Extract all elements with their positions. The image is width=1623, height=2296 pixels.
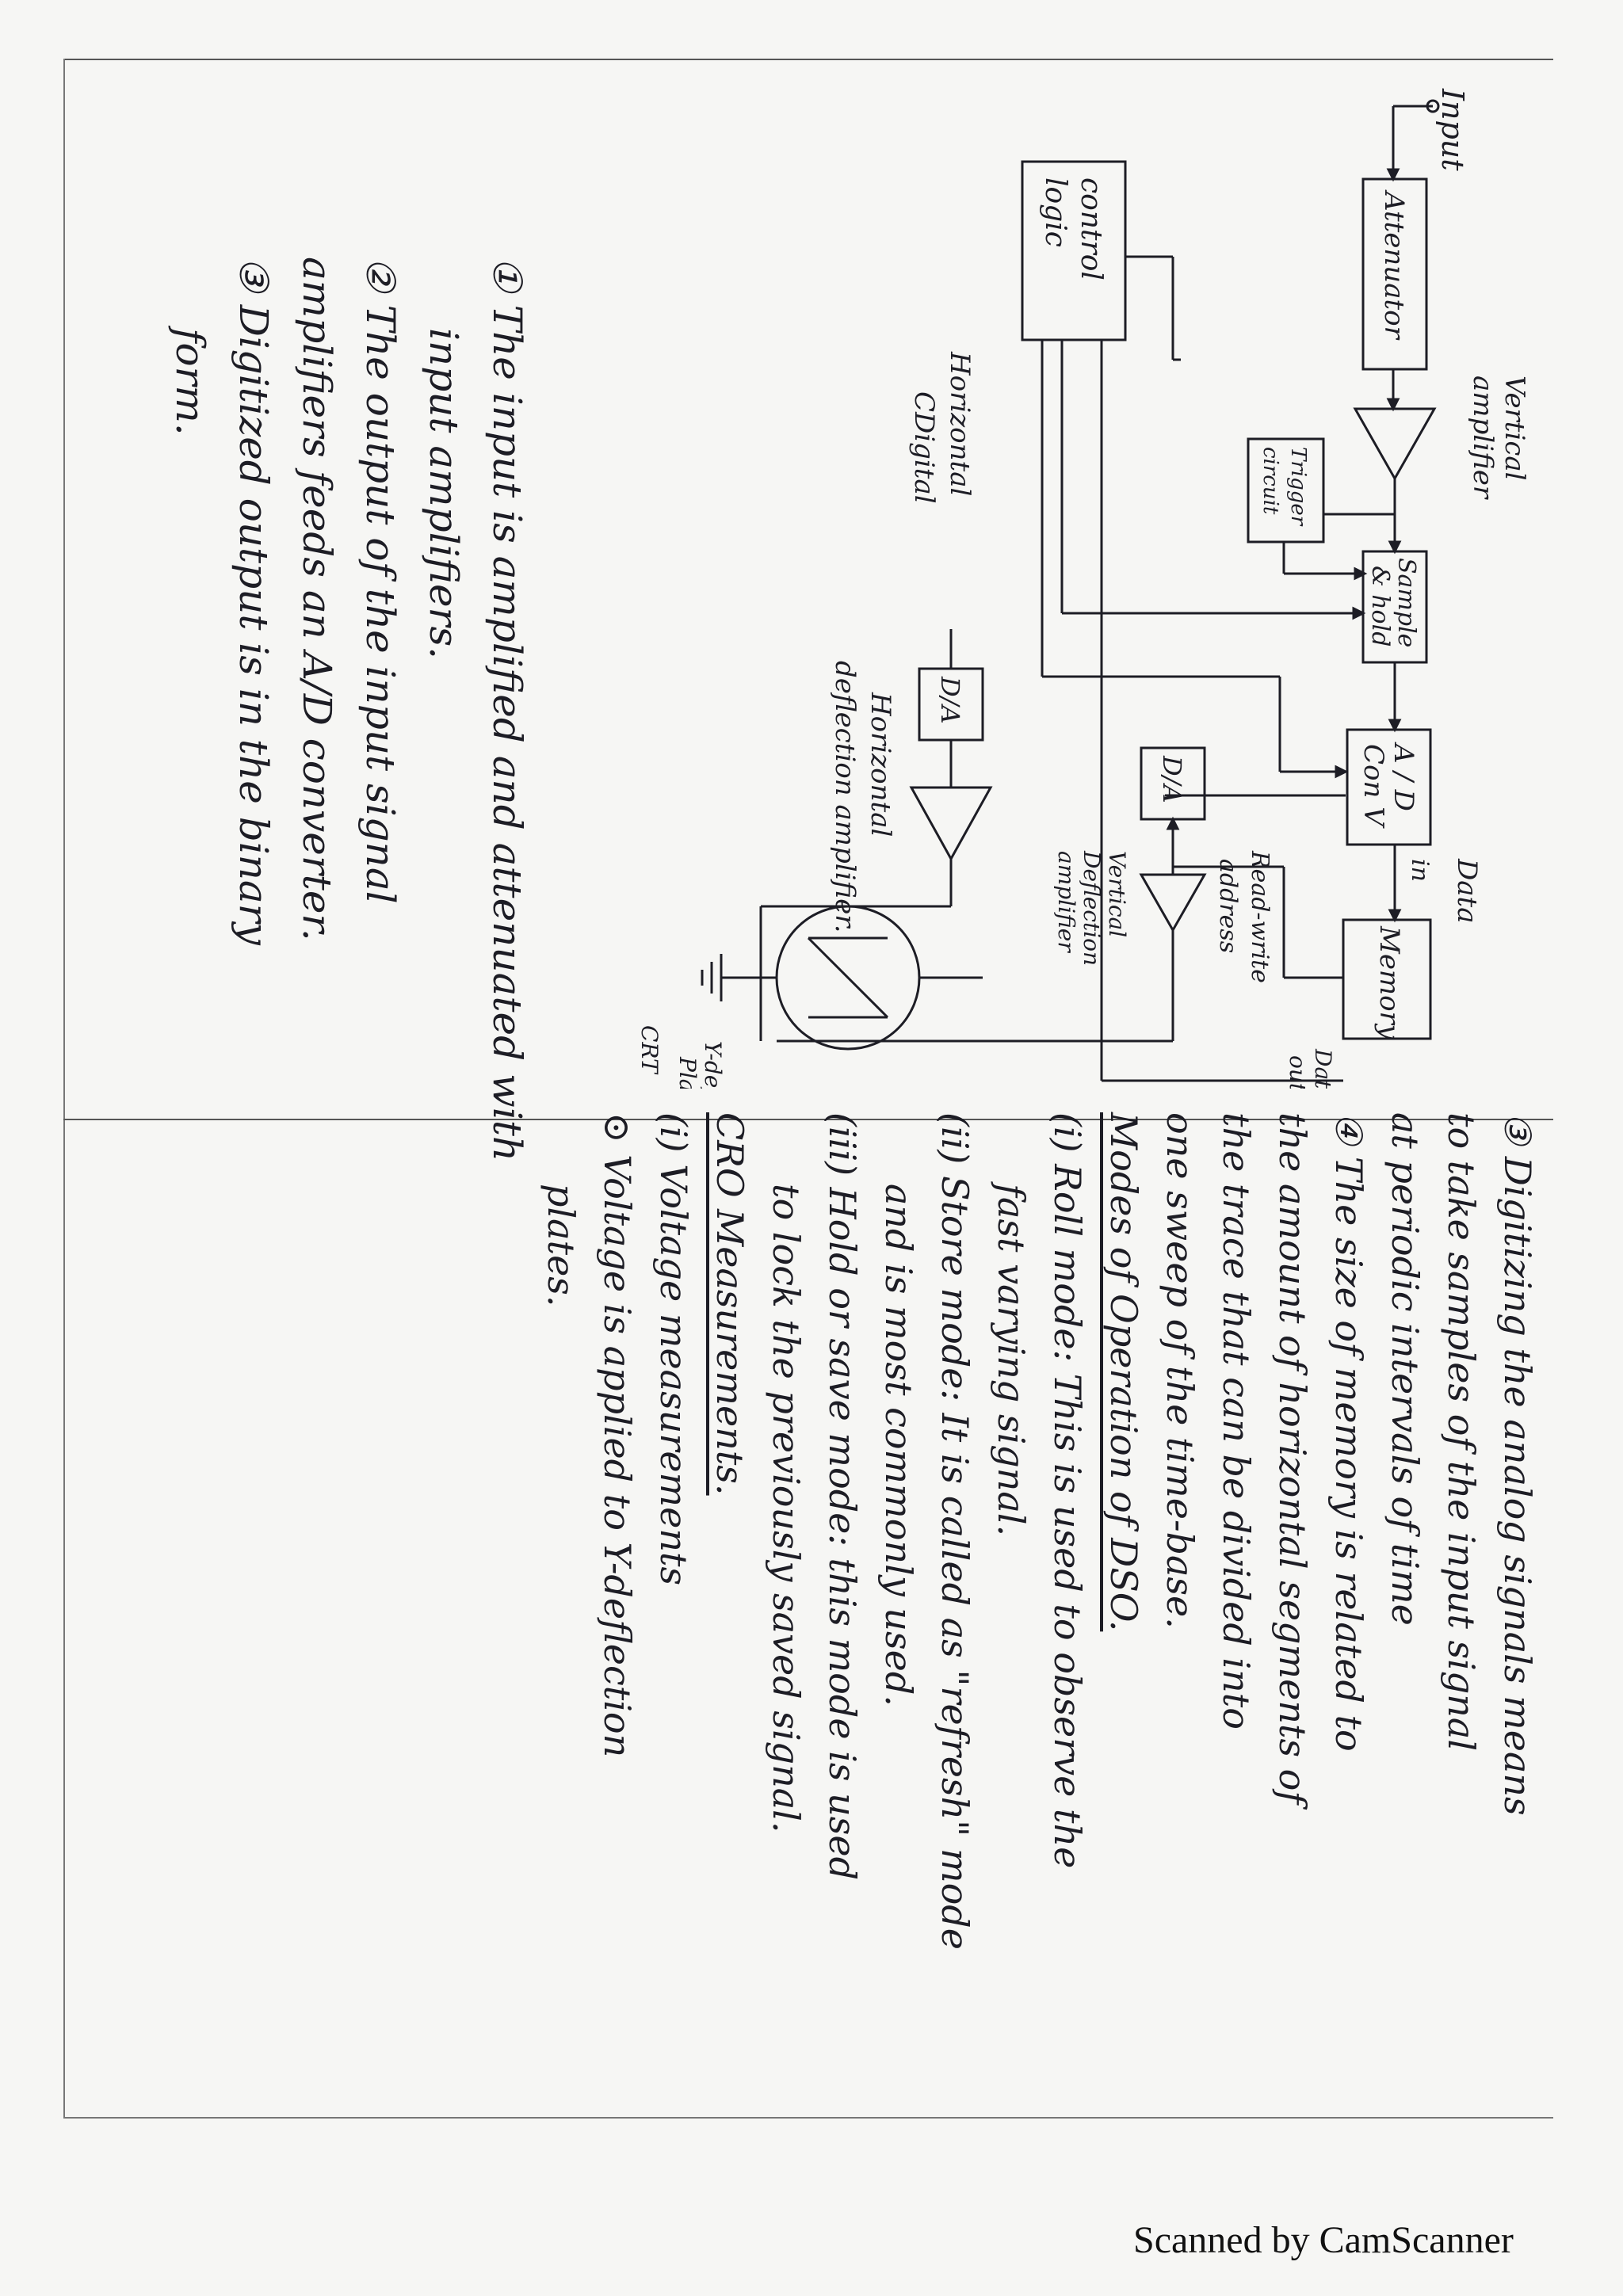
horizontal-deflection-label-1: Horizontal bbox=[865, 692, 896, 837]
rotated-notebook-sheet: Input Attenuator Vertical amplifier Trig… bbox=[63, 59, 1553, 2119]
notes-left: ① The input is amplified and attenuated … bbox=[158, 257, 539, 1161]
crt-label: CRT bbox=[636, 1025, 663, 1075]
mode-line: fast varying signal. bbox=[990, 1184, 1033, 1537]
memory-label: Memory bbox=[1373, 925, 1405, 1040]
trigger-circuit-block bbox=[1247, 437, 1325, 543]
vertical-deflection-amplifier-symbol bbox=[1139, 873, 1207, 933]
in-label: in bbox=[1406, 859, 1434, 882]
control-logic-label-2: logic bbox=[1039, 177, 1071, 247]
mode-line: to lock the previously saved signal. bbox=[765, 1184, 808, 1833]
read-write-address-label-1: Read-write bbox=[1246, 850, 1274, 983]
mode-line: and is most commonly used. bbox=[877, 1184, 920, 1707]
mode-line: (iii) Hold or save mode: this mode is us… bbox=[821, 1112, 864, 1881]
note-left-line: ① The input is amplified and attenuated … bbox=[484, 257, 530, 1162]
page-bottom-rule bbox=[63, 2117, 1553, 2119]
note-right-line: the amount of horizontal segments of bbox=[1271, 1112, 1314, 1805]
scanner-watermark: Scanned by CamScanner bbox=[1133, 2219, 1514, 2261]
sample-hold-label-2: & hold bbox=[1366, 566, 1394, 646]
mode-line: (ii) Store mode: It is called as "refres… bbox=[934, 1112, 976, 1950]
vertical-amplifier-label-2: amplifier bbox=[1467, 376, 1499, 500]
note-left-line: form. bbox=[167, 328, 213, 436]
vertical-amplifier-symbol bbox=[1353, 407, 1437, 482]
memory-block bbox=[1342, 918, 1432, 1040]
dso-block-diagram: Input Attenuator Vertical amplifier Trig… bbox=[636, 88, 1530, 1089]
modes-heading: Modes of Operation of DSO. bbox=[1102, 1112, 1145, 1632]
vertical-amplifier-label-1: Vertical bbox=[1499, 376, 1530, 481]
ad-converter-label-2: Con V bbox=[1358, 744, 1389, 829]
page-top-rule bbox=[63, 59, 1553, 60]
trigger-circuit-label-1: Trigger bbox=[1286, 447, 1310, 527]
cro-line: ⊙ Voltage is applied to Y-deflection bbox=[596, 1112, 639, 1758]
cro-line: plates. bbox=[540, 1184, 582, 1307]
horizontal-deflection-label-2: deflection amplifier. bbox=[829, 661, 861, 933]
control-logic-label-1: control bbox=[1075, 177, 1107, 280]
note-left-line: amplifiers feeds an A/D converter. bbox=[294, 257, 340, 941]
note-left-line: ③ Digitized output is in the binary bbox=[231, 257, 277, 945]
note-right-line: the trace that can be divided into bbox=[1215, 1112, 1258, 1730]
ad-converter-block bbox=[1346, 728, 1432, 846]
y-deflection-plates-label-1: Y-deflection bbox=[700, 1041, 726, 1089]
cro-line: (i) Voltage measurements bbox=[652, 1112, 695, 1586]
page-margin-rule bbox=[63, 59, 65, 2119]
vertical-deflection-label-1: Vertical bbox=[1104, 851, 1130, 937]
input-label: Input bbox=[1435, 88, 1470, 171]
vertical-deflection-label-3: amplifier bbox=[1053, 851, 1079, 953]
note-left-line: input amplifiers. bbox=[421, 328, 467, 659]
cro-heading: CRO Measurements. bbox=[708, 1112, 751, 1496]
note-right-line: ④ The size of memory is related to bbox=[1327, 1112, 1370, 1752]
attenuator-block bbox=[1361, 177, 1428, 371]
horizontal-digital-label-2: CDigital bbox=[908, 391, 940, 504]
data-out-label-1: Data bbox=[1310, 1048, 1336, 1089]
note-left-line: ② The output of the input signal bbox=[357, 257, 403, 904]
notes-right: ③ Digitizing the analog signals means to… bbox=[533, 1112, 1545, 1950]
mode-line: (i) Roll mode: This is used to observe t… bbox=[1046, 1112, 1089, 1869]
read-write-address-label-2: address bbox=[1214, 859, 1242, 953]
horizontal-digital-label-1: Horizontal bbox=[944, 351, 976, 496]
data-in-label: Data bbox=[1451, 858, 1483, 923]
note-right-line: ③ Digitizing the analog signals means bbox=[1496, 1112, 1539, 1816]
note-right-line: at periodic intervals of time bbox=[1384, 1112, 1426, 1626]
column-divider bbox=[63, 1119, 1553, 1120]
attenuator-label: Attenuator bbox=[1378, 189, 1410, 341]
sample-hold-label-1: Sample bbox=[1392, 558, 1420, 647]
note-right-line: to take samples of the input signal bbox=[1440, 1112, 1483, 1752]
trigger-circuit-label-2: circuit bbox=[1258, 447, 1282, 515]
y-deflection-plates-label-2: Plates bbox=[674, 1056, 701, 1089]
da-vertical-label: D/A bbox=[1157, 755, 1187, 803]
control-logic-block bbox=[1021, 160, 1127, 341]
note-right-line: one sweep of the time-base. bbox=[1159, 1112, 1201, 1629]
page-frame bbox=[63, 59, 1553, 2119]
ad-converter-label-1: A / D bbox=[1388, 742, 1419, 811]
da-horizontal-label: D/A bbox=[935, 676, 965, 724]
vertical-deflection-label-2: Deflection bbox=[1079, 850, 1105, 966]
data-out-label-2: out bbox=[1285, 1055, 1311, 1089]
horizontal-deflection-amplifier-symbol bbox=[909, 786, 993, 862]
